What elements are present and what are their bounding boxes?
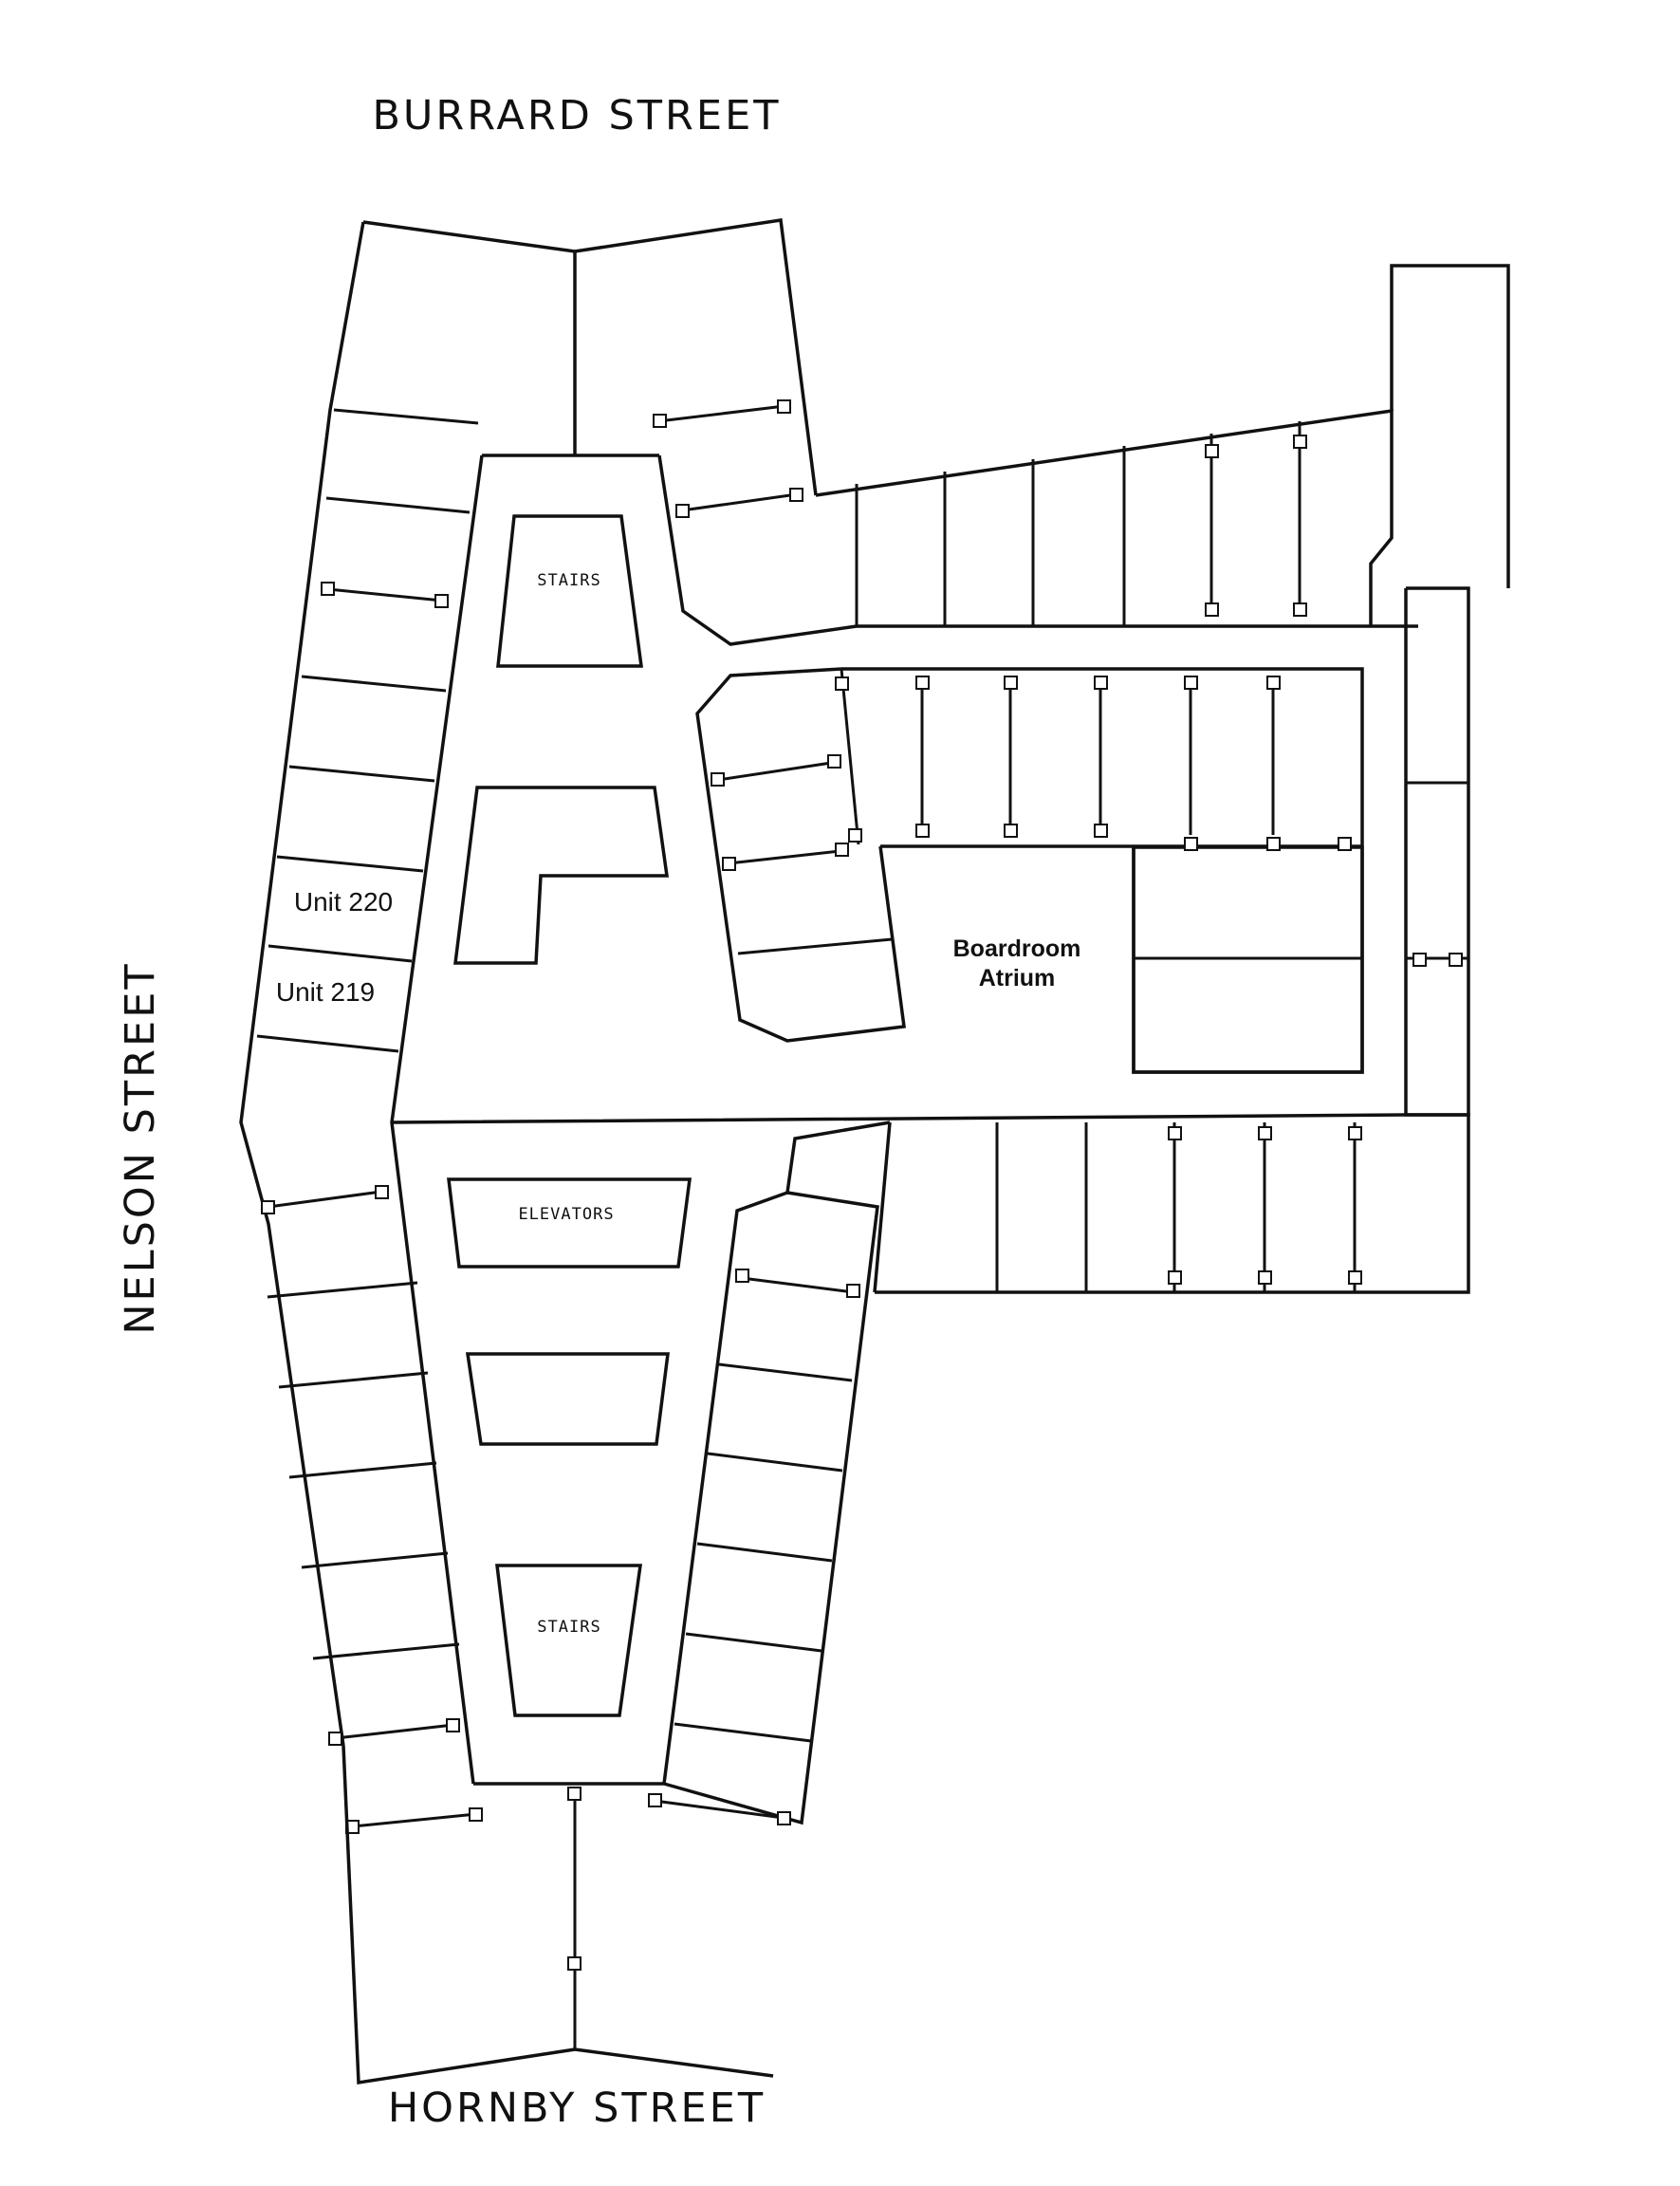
west-unit-partitions-north: [256, 408, 479, 1053]
door-marker: [1168, 1270, 1182, 1285]
l-shaped-core: [453, 786, 670, 965]
middle-partitions: [920, 683, 1275, 835]
door-marker: [711, 772, 725, 787]
middle-block: [695, 667, 1364, 1074]
west-outer-wall: [239, 221, 365, 1747]
north-east-corridor-wall: [657, 454, 858, 646]
door-marker: [848, 828, 862, 843]
door-marker: [1293, 435, 1307, 449]
south-east-outer-wall: [391, 1113, 1470, 1294]
south-east-wing: [391, 1113, 1470, 1825]
door-marker: [434, 594, 449, 608]
stairs-south-core: STAIRS: [495, 1564, 643, 1717]
elevators-label: ELEVATORS: [518, 1205, 614, 1224]
door-marker: [835, 843, 849, 857]
door-marker: [1412, 953, 1427, 967]
door-marker: [1205, 602, 1219, 617]
south-east-units-outer: [663, 1191, 879, 1825]
west-wing: [239, 218, 818, 2085]
door-marker: [469, 1807, 483, 1822]
stairs-north-label: STAIRS: [537, 571, 600, 590]
street-label-west: NELSON STREET: [117, 961, 164, 1334]
unit-219-label[interactable]: Unit 219: [276, 977, 375, 1007]
door-marker: [827, 754, 841, 769]
east-spine: [1404, 586, 1470, 1117]
west-corridor-wall: [390, 454, 484, 1785]
west-door-line: [352, 1812, 477, 1828]
south-east-partitions: [674, 1276, 855, 1743]
door-marker: [446, 1718, 460, 1732]
west-door-line: [327, 587, 443, 602]
boardroom-label-line1: Boardroom: [953, 936, 1081, 962]
north-east-tower-wall: [1390, 264, 1510, 588]
west-door-line: [268, 1190, 382, 1209]
door-marker: [328, 1732, 342, 1746]
door-marker: [846, 1284, 860, 1298]
door-marker: [648, 1793, 662, 1807]
boardroom-label-line2: Atrium: [979, 965, 1056, 991]
door-marker: [1293, 602, 1307, 617]
west-door-line: [335, 1723, 454, 1740]
door-marker: [653, 414, 667, 428]
east-spine-outer: [1404, 586, 1470, 1117]
unit-220-label[interactable]: Unit 220: [294, 887, 393, 917]
stairs-south-label: STAIRS: [537, 1618, 600, 1637]
door-marker: [722, 857, 736, 871]
door-marker: [675, 504, 690, 518]
door-marker: [567, 1787, 582, 1801]
door-marker: [735, 1269, 749, 1283]
south-east-corridor-wall: [662, 1121, 891, 1785]
elevators-core: ELEVATORS: [447, 1177, 692, 1269]
door-marker: [777, 1811, 791, 1825]
door-marker: [1258, 1126, 1272, 1140]
door-marker: [567, 1956, 582, 1971]
door-marker: [777, 399, 791, 414]
north-outer-wall: [362, 218, 818, 496]
street-label-north: BURRARD STREET: [372, 92, 781, 139]
middle-door-markers: [915, 676, 1352, 851]
north-east-partitions: [855, 421, 1302, 626]
door-marker: [1348, 1126, 1362, 1140]
door-marker: [789, 488, 803, 502]
door-marker: [1258, 1270, 1272, 1285]
door-marker: [1348, 1270, 1362, 1285]
door-marker: [1168, 1126, 1182, 1140]
door-marker: [375, 1185, 389, 1199]
middle-south-core: [465, 1352, 670, 1446]
door-marker: [1205, 444, 1219, 458]
street-label-south: HORNBY STREET: [388, 2084, 766, 2132]
middle-west-units: [695, 667, 906, 1043]
door-marker: [835, 676, 849, 691]
door-marker: [1449, 953, 1463, 967]
west-unit-partitions-south: [267, 1281, 460, 1660]
north-east-outer-wall: [815, 408, 1394, 626]
north-east-wing: [653, 264, 1510, 646]
stairs-north-core: STAIRS: [496, 514, 643, 668]
door-marker: [321, 582, 335, 596]
door-marker: [261, 1200, 275, 1214]
south-outer-wall: [342, 1745, 774, 2085]
